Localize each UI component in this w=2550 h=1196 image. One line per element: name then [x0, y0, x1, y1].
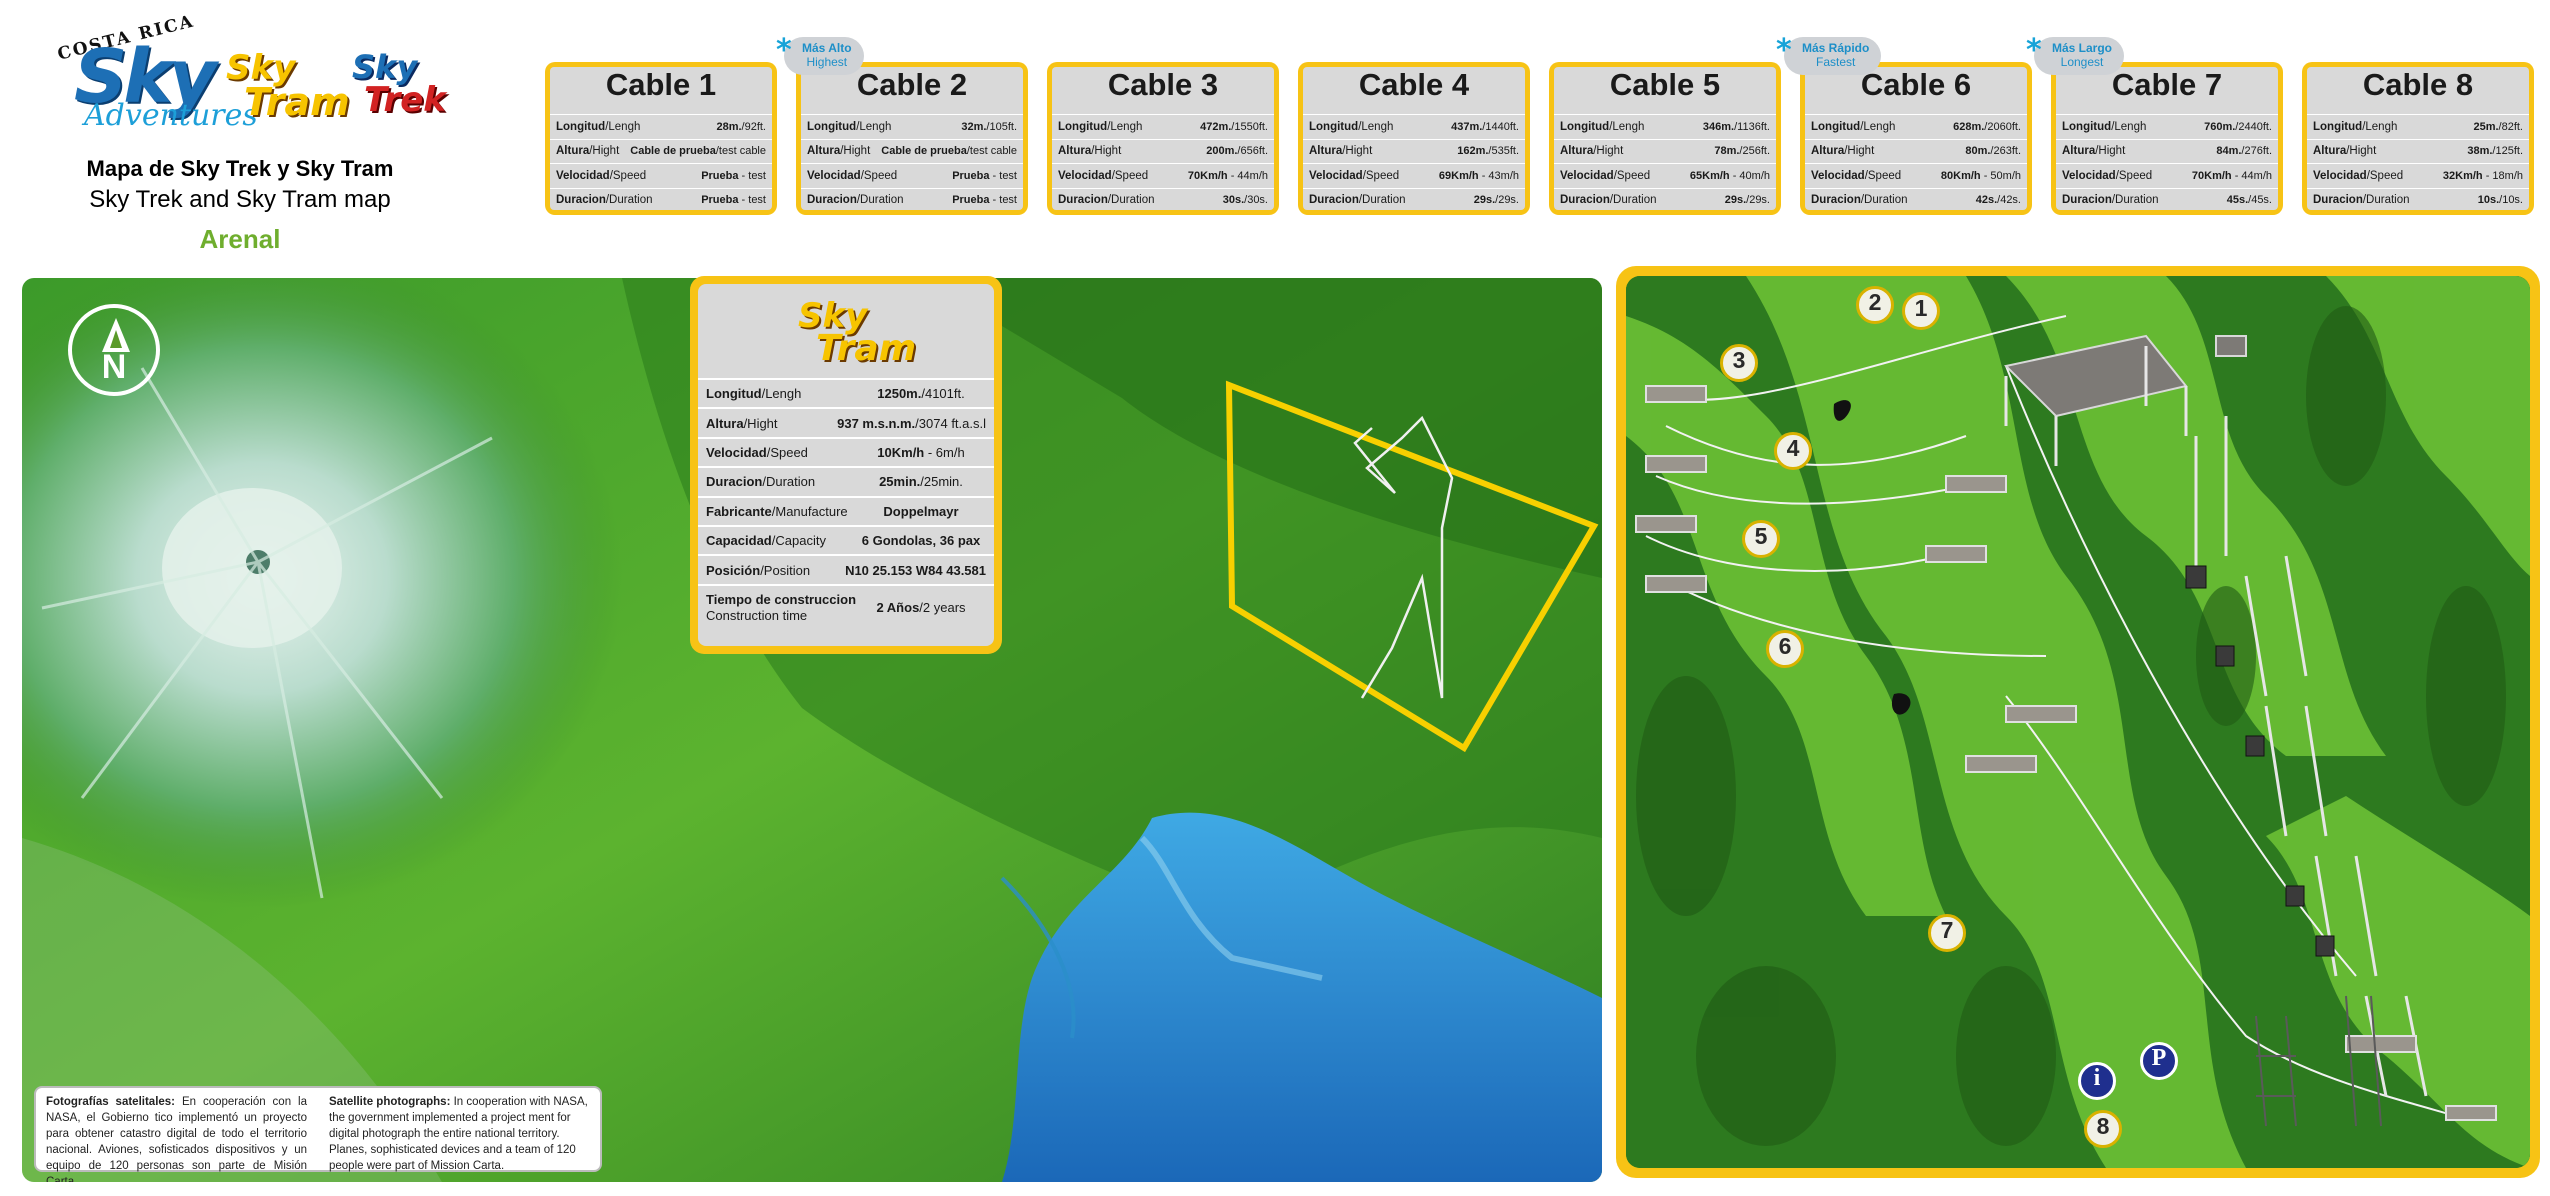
adventures-text: Adventures: [84, 98, 258, 133]
cable-title: Cable 3: [1107, 67, 1219, 102]
cable-marker-4[interactable]: 4: [1774, 432, 1812, 470]
satellite-note: Fotografías satelitales: En cooperación …: [34, 1086, 602, 1182]
map-subtitle: Sky Trek and Sky Tram map: [89, 186, 391, 213]
cable-marker-3[interactable]: 3: [1720, 344, 1758, 382]
sky-tram-logo: Sky Tram: [226, 48, 350, 124]
cable-title: Cable 1: [605, 67, 717, 102]
sky-tram-construction-row: Tiempo de construccion Construction time…: [698, 583, 994, 630]
park-illustration: [1626, 276, 2530, 1168]
map-location: Arenal: [199, 224, 281, 254]
park-map[interactable]: 1 2 3 4 5 6 7 8 i P: [1616, 266, 2540, 1178]
sky-tram-panel-logo: Sky Tram: [798, 296, 917, 369]
parking-icon[interactable]: P: [2140, 1042, 2178, 1080]
cable-marker-7[interactable]: 7: [1928, 914, 1966, 952]
asterisk-icon: *: [776, 33, 792, 68]
cable-title: Cable 4: [1358, 67, 1470, 102]
compass-north-icon: N: [68, 304, 160, 396]
cable-title: Cable 5: [1609, 67, 1721, 102]
badge-longest: * Más Largo Longest: [2026, 33, 2125, 75]
info-icon[interactable]: i: [2078, 1062, 2116, 1100]
asterisk-icon: *: [1776, 33, 1792, 68]
note-english: Satellite photographs: In cooperation wi…: [329, 1096, 588, 1172]
north-arrow-icon: [102, 318, 130, 352]
asterisk-icon: *: [2026, 33, 2042, 68]
cable-marker-1[interactable]: 1: [1902, 292, 1940, 330]
cable-title: Cable 8: [2362, 67, 2474, 102]
north-letter: N: [101, 348, 127, 386]
sky-adventures-logo: COSTA RICA Sky Adventures: [48, 11, 258, 135]
map-title: Mapa de Sky Trek y Sky Tram: [86, 156, 394, 181]
cable-marker-6[interactable]: 6: [1766, 630, 1804, 668]
brand-logos: COSTA RICA Sky Adventures Sky Tram Sky T…: [40, 11, 446, 135]
note-spanish: Fotografías satelitales: En cooperación …: [46, 1096, 307, 1182]
cable-title: Cable 6: [1860, 67, 1972, 102]
badge-fastest: * Más Rápido Fastest: [1776, 33, 1882, 75]
cable-marker-2[interactable]: 2: [1856, 286, 1894, 324]
cable-title: Cable 7: [2111, 67, 2223, 102]
sky-text: Sky: [74, 34, 217, 120]
cable-title: Cable 2: [856, 67, 968, 102]
sky-trek-logo: Sky Trek: [352, 48, 446, 120]
badge-highest: * Más Alto Highest: [776, 33, 864, 75]
cable-marker-8[interactable]: 8: [2084, 1110, 2122, 1148]
cable-marker-5[interactable]: 5: [1742, 520, 1780, 558]
